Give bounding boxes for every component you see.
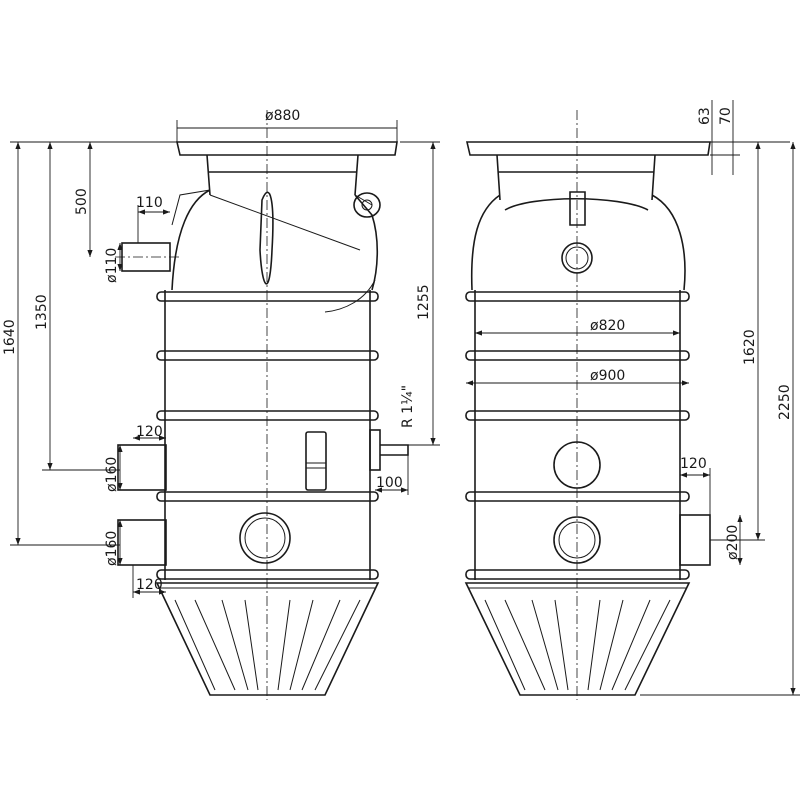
- dim-outlet-height: 1620: [742, 329, 758, 365]
- dim-lower-pipe-diameter: ø160: [104, 531, 120, 566]
- side-body: [474, 290, 681, 580]
- dim-inlet-length: 110: [136, 195, 163, 211]
- dim-upper-pipe-length: 120: [136, 424, 163, 440]
- front-inlet-pipe-160-upper: [117, 444, 167, 491]
- side-outlet-pipe-200: [679, 514, 711, 566]
- dim-inlet-depth: 500: [74, 188, 90, 215]
- dim-inlet-diameter: ø110: [104, 248, 120, 283]
- dim-total-height-left: 1640: [2, 319, 18, 355]
- front-base: [155, 582, 380, 696]
- dim-overall-height: 2250: [777, 384, 793, 420]
- front-float-guide: [259, 191, 274, 285]
- dimension-lines: [10, 100, 800, 696]
- front-ribs: [156, 291, 379, 580]
- dim-body-inner-diameter: ø820: [590, 318, 625, 334]
- dim-lower-pipe-length: 120: [136, 577, 163, 593]
- dimension-labels: ø880 500 110 ø110 1640 1350 1255 R 1¼" 1…: [2, 107, 793, 593]
- side-float-guide: [569, 191, 586, 226]
- side-dome: [470, 194, 686, 291]
- front-thread-connection: [369, 429, 381, 471]
- side-base: [464, 582, 691, 696]
- dim-lid-diameter: ø880: [265, 108, 300, 124]
- dim-thread-length: 100: [376, 475, 403, 491]
- dim-outlet-length: 120: [680, 456, 707, 472]
- front-lid: [175, 141, 398, 156]
- side-neck: [496, 154, 656, 201]
- side-view: [464, 110, 711, 700]
- front-outlet-opening: [239, 512, 291, 564]
- dim-lid-thickness-a: 63: [697, 107, 713, 125]
- dim-thread: R 1¼": [400, 385, 416, 428]
- front-cable-port: [305, 431, 327, 491]
- dim-upper-inlet-height: 1350: [34, 294, 50, 330]
- dim-connection-height: 1255: [416, 284, 432, 320]
- front-dome: [171, 189, 379, 291]
- dim-lid-thickness-b: 70: [718, 107, 734, 125]
- side-ribs: [465, 291, 690, 580]
- front-inlet-pipe-160-lower: [117, 519, 167, 566]
- front-neck: [206, 154, 359, 196]
- dim-outlet-diameter: ø200: [725, 525, 741, 560]
- dim-upper-pipe-diameter: ø160: [104, 457, 120, 492]
- dim-rib-diameter: ø900: [590, 368, 625, 384]
- front-lifting-eye: [353, 192, 381, 218]
- side-lid: [465, 141, 711, 156]
- front-body: [164, 290, 371, 580]
- front-view: [115, 110, 409, 700]
